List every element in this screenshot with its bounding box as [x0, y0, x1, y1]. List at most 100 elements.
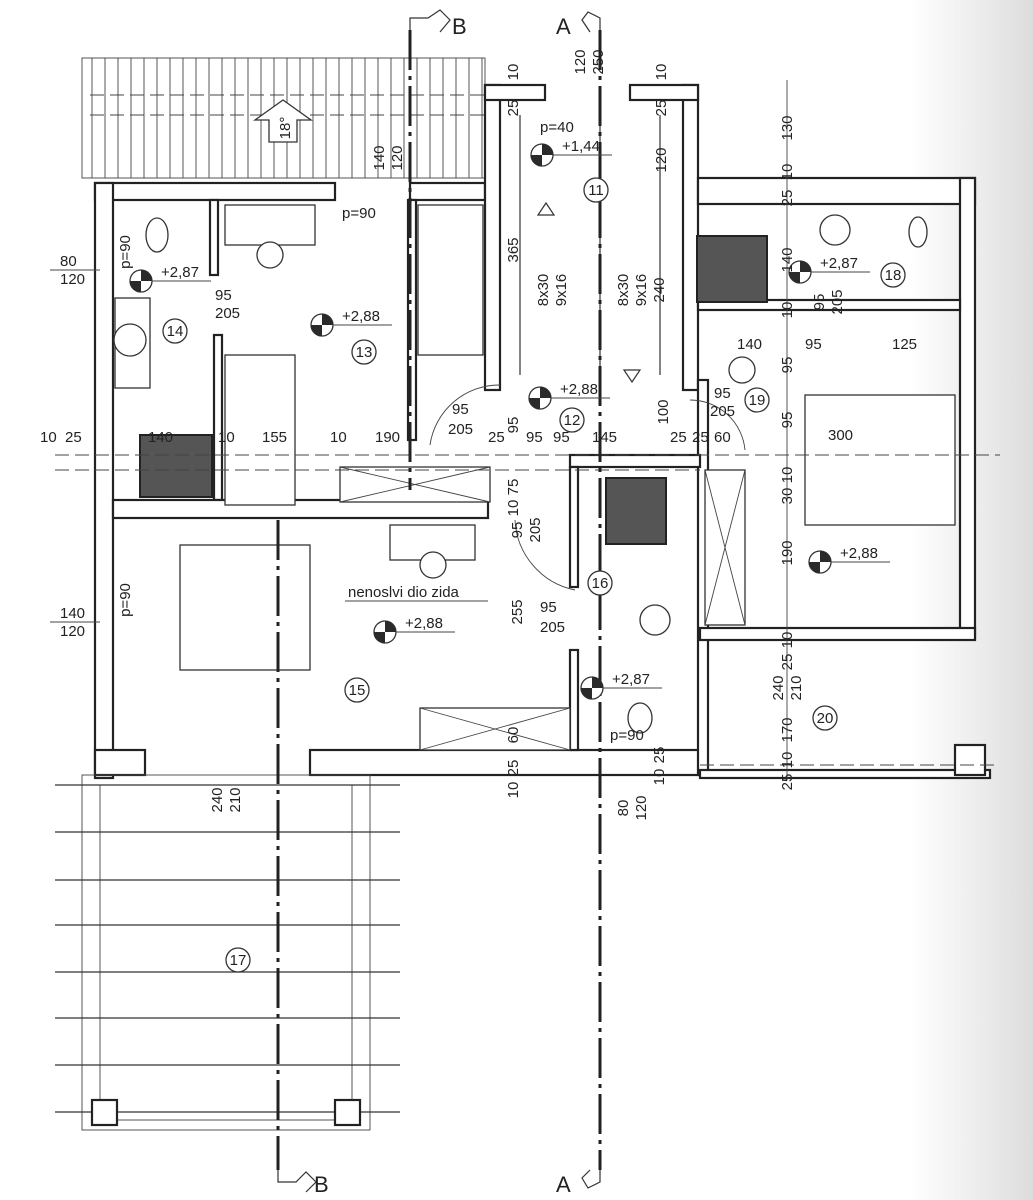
dimension-label: 130	[779, 115, 796, 140]
dimension-label: 10	[779, 752, 796, 769]
dimension-label: 10	[651, 769, 668, 786]
toilet-icon	[908, 216, 928, 248]
level-value: +2,88	[405, 615, 443, 632]
walls	[93, 83, 992, 780]
toilet-icon	[627, 702, 653, 734]
dimension-label: 155	[262, 429, 287, 446]
dimension-label: 140	[148, 429, 173, 446]
dimension-label: 205	[527, 517, 544, 542]
room-number: 14	[167, 323, 184, 340]
section-arrow-icon	[409, 9, 451, 33]
bed	[224, 354, 296, 506]
dimension-label: 9x16	[633, 274, 650, 307]
level-marker: +2,87	[788, 255, 870, 284]
dimension-label: 30	[779, 488, 796, 505]
section-arrow-icon	[581, 11, 601, 33]
level-value: +2,87	[612, 671, 650, 688]
chair-icon	[256, 241, 284, 269]
room-number-circle	[344, 677, 370, 703]
dimension-label: 10	[779, 164, 796, 181]
fixtures	[113, 204, 956, 751]
dimension-label: 120	[653, 147, 670, 172]
shower-tray-icon	[605, 477, 667, 545]
dimension-label: 190	[779, 540, 796, 565]
level-value: +2,87	[820, 255, 858, 272]
dimension-label: 190	[375, 429, 400, 446]
dimension-label: 205	[829, 289, 846, 314]
dimension-label: 10	[779, 467, 796, 484]
dimension-label: 240	[770, 675, 787, 700]
dimension-label: 25	[488, 429, 505, 446]
dimension-label: 80	[615, 800, 632, 817]
level-marker: +2,87	[129, 264, 211, 293]
dimension-label: 95	[779, 412, 796, 429]
dimension-label: 25	[65, 429, 82, 446]
parapet-height-label: p=90	[117, 235, 134, 269]
parapet-height-label: p=90	[117, 583, 134, 617]
room-number-circle	[559, 407, 585, 433]
room-number-circle	[162, 318, 188, 344]
toilet-icon	[145, 217, 169, 253]
dimension-label: 10	[40, 429, 57, 446]
roof-area	[81, 57, 486, 179]
dimension-label: 95	[811, 294, 828, 311]
room-number-circle	[812, 705, 838, 731]
dimension-label: 120	[572, 49, 589, 74]
bed	[417, 204, 484, 356]
terrace	[55, 774, 400, 1131]
dimension-label: 25	[505, 100, 522, 117]
dimension-label: 205	[540, 619, 565, 636]
dimension-label: 10	[330, 429, 347, 446]
dimension-label: 10	[505, 500, 522, 517]
dimension-label: 95	[553, 429, 570, 446]
dimension-label: 300	[828, 427, 853, 444]
dimension-label: 120	[60, 623, 85, 640]
double-bed	[179, 544, 311, 671]
dimension-label: 120	[389, 145, 406, 170]
dimension-label: 140	[779, 247, 796, 272]
dimension-label: 10	[653, 64, 670, 81]
shower-tray-icon	[696, 235, 768, 303]
room-number: 19	[749, 392, 766, 409]
room-number-circle	[880, 262, 906, 288]
dimension-label: 60	[714, 429, 731, 446]
dimension-label: 25	[779, 774, 796, 791]
dimension-label: 75	[505, 479, 522, 496]
room-number-circle	[744, 387, 770, 413]
section-label-a: A	[556, 1172, 571, 1197]
dimension-label: 10	[218, 429, 235, 446]
dimension-label: 145	[592, 429, 617, 446]
dimension-label: 10	[505, 64, 522, 81]
dimension-label: 60	[505, 727, 522, 744]
shower-tray-icon	[139, 434, 213, 498]
stair-down-arrow-icon	[622, 369, 642, 384]
dimension-label: 100	[655, 399, 672, 424]
dimension-label: 120	[60, 271, 85, 288]
room-number-circle	[225, 947, 251, 973]
room-number: 12	[564, 412, 581, 429]
level-value: +1,44	[562, 138, 600, 155]
room-number-circle	[583, 177, 609, 203]
roof-slope-label: 18°	[277, 117, 294, 140]
dimension-label: 205	[448, 421, 473, 438]
stair-up-arrow-icon	[536, 201, 556, 216]
room-number-circle	[587, 570, 613, 596]
section-label-a: A	[556, 14, 571, 39]
sink-icon	[639, 604, 671, 636]
dimension-label: 25	[779, 190, 796, 207]
level-marker: +2,88	[808, 545, 890, 574]
dimension-label: 205	[710, 403, 735, 420]
chair-icon	[728, 356, 756, 384]
section-label-b: B	[314, 1172, 329, 1197]
dimension-label: 25	[651, 747, 668, 764]
dimension-label: 95	[540, 599, 557, 616]
dimension-label: 25	[692, 429, 709, 446]
dimension-label: 140	[737, 336, 762, 353]
sink-icon	[819, 214, 851, 246]
double-bed	[804, 394, 956, 526]
dimension-label: 140	[371, 145, 388, 170]
parapet-height-label: p=90	[342, 205, 376, 222]
dimension-label: 365	[505, 237, 522, 262]
dimension-label: 8x30	[535, 274, 552, 307]
dimension-label: 95	[805, 336, 822, 353]
